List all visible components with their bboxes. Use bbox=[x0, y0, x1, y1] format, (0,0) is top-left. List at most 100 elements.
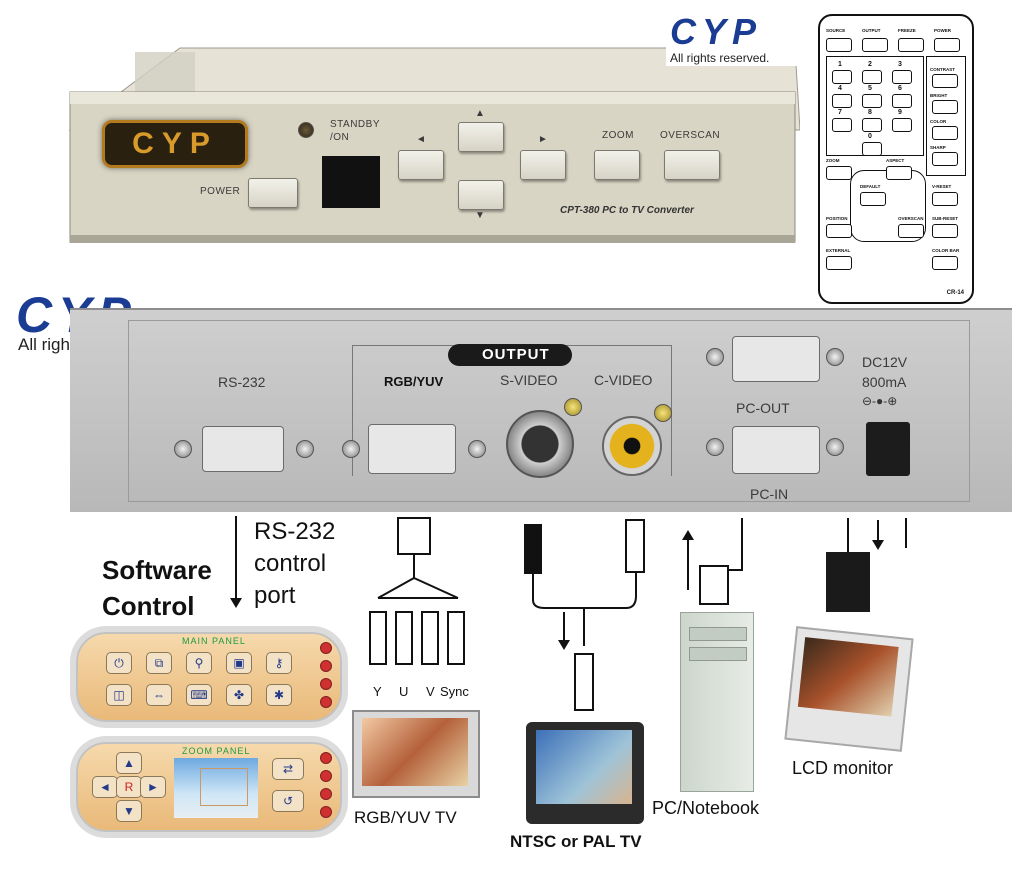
sync-label: Sync bbox=[440, 684, 469, 699]
front-brand-logo: CYP bbox=[102, 120, 248, 168]
remote-output-button[interactable] bbox=[862, 38, 888, 52]
remote-number-label: 7 bbox=[838, 109, 842, 116]
overscan-button[interactable] bbox=[664, 150, 720, 180]
zoom-box-icon[interactable]: ⧉ bbox=[146, 652, 172, 674]
split-icon[interactable]: ◫ bbox=[106, 684, 132, 706]
remote-zoom-button[interactable] bbox=[826, 166, 852, 180]
remote-lower-label: ASPECT bbox=[886, 158, 905, 163]
remote-number-label: 9 bbox=[898, 109, 902, 116]
window-icon[interactable]: ▣ bbox=[226, 652, 252, 674]
zoom-left-icon[interactable]: ◄ bbox=[92, 776, 118, 798]
arrow-left-icon: ◄ bbox=[416, 134, 427, 145]
remote-number-button[interactable] bbox=[892, 118, 912, 132]
standby-label: STANDBY /ON bbox=[330, 119, 380, 143]
remote-freeze-button[interactable] bbox=[898, 38, 924, 52]
arrow-down-icon: ▼ bbox=[475, 210, 486, 221]
remote-default-button[interactable] bbox=[860, 192, 886, 206]
stretch-icon[interactable]: ⇔ bbox=[146, 684, 172, 706]
remote-source-button[interactable] bbox=[826, 38, 852, 52]
lcd-monitor-caption: LCD monitor bbox=[792, 758, 894, 778]
rgb-yuv-tv-image bbox=[352, 710, 480, 798]
power-button[interactable] bbox=[248, 178, 298, 208]
remote-number-button[interactable] bbox=[862, 142, 882, 156]
key-icon[interactable]: ⚷ bbox=[266, 652, 292, 674]
zoom-eject-icon[interactable] bbox=[320, 788, 332, 800]
remote-number-button[interactable] bbox=[892, 94, 912, 108]
remote-number-button[interactable] bbox=[862, 118, 882, 132]
rgb-yuv-tv-caption: RGB/YUV TV bbox=[354, 808, 457, 827]
remote-top-label: POWER bbox=[934, 28, 952, 33]
right-button[interactable] bbox=[520, 150, 566, 180]
down-button[interactable] bbox=[458, 180, 504, 210]
remote-number-button[interactable] bbox=[832, 118, 852, 132]
remote-model-label: CR-14 bbox=[946, 290, 964, 296]
main-help-icon[interactable] bbox=[320, 696, 332, 708]
pc-in-port bbox=[732, 426, 820, 474]
pc-out-label: PC-OUT bbox=[736, 400, 790, 416]
remote-number-button[interactable] bbox=[892, 70, 912, 84]
remote-position-button[interactable] bbox=[826, 224, 852, 238]
dc-power-jack bbox=[866, 422, 910, 476]
rear-inner-frame bbox=[128, 320, 970, 502]
left-button[interactable] bbox=[398, 150, 444, 180]
rgb-yuv-label: RGB/YUV bbox=[384, 374, 444, 389]
zoom-close-icon[interactable] bbox=[320, 752, 332, 764]
u-label: U bbox=[399, 684, 409, 699]
standby-led bbox=[298, 122, 314, 138]
rgb-yuv-port bbox=[368, 424, 456, 474]
rs232-label: RS-232 bbox=[218, 374, 266, 390]
polarity-symbol: ⊖-●-⊕ bbox=[862, 394, 898, 408]
remote-overscan-button[interactable] bbox=[898, 224, 924, 238]
remote-sub-reset-button[interactable] bbox=[932, 224, 958, 238]
magnifier-icon[interactable]: ⚲ bbox=[186, 652, 212, 674]
remote-number-label: 4 bbox=[838, 85, 842, 92]
cyp-rights-top: All rights reserved. bbox=[670, 51, 770, 65]
cvideo-label: C-VIDEO bbox=[594, 372, 653, 388]
remote-bright-button[interactable] bbox=[932, 100, 958, 114]
up-button[interactable] bbox=[458, 122, 504, 152]
zoom-selection-box[interactable] bbox=[200, 768, 248, 806]
remote-side-label: CONTRAST bbox=[930, 67, 955, 72]
remote-side-column bbox=[926, 56, 966, 176]
arrow-right-icon: ► bbox=[538, 134, 549, 145]
remote-number-button[interactable] bbox=[862, 70, 882, 84]
remote-sharp-button[interactable] bbox=[932, 152, 958, 166]
keyboard-icon[interactable]: ⌨ bbox=[186, 684, 212, 706]
pc-tower-image bbox=[680, 612, 754, 792]
zoom-button[interactable] bbox=[594, 150, 640, 180]
zoom-reset-button[interactable]: R bbox=[116, 776, 142, 798]
remote-number-button[interactable] bbox=[862, 94, 882, 108]
zoom-help-icon[interactable] bbox=[320, 806, 332, 818]
zoom-right-icon[interactable]: ► bbox=[140, 776, 166, 798]
remote-aspect-button[interactable] bbox=[886, 166, 912, 180]
zoom-minimize-icon[interactable] bbox=[320, 770, 332, 782]
main-eject-icon[interactable] bbox=[320, 678, 332, 690]
bug-icon[interactable]: ✱ bbox=[266, 684, 292, 706]
cyp-logo-top-text: CYP bbox=[670, 11, 763, 52]
remote-v-reset-button[interactable] bbox=[932, 192, 958, 206]
zoom-down-icon[interactable]: ▼ bbox=[116, 800, 142, 822]
main-minimize-icon[interactable] bbox=[320, 660, 332, 672]
ir-window bbox=[322, 156, 380, 208]
rgb-tv-screen bbox=[362, 718, 468, 786]
main-close-icon[interactable] bbox=[320, 642, 332, 654]
zoom-up-icon[interactable]: ▲ bbox=[116, 752, 142, 774]
remote-external-button[interactable] bbox=[826, 256, 852, 270]
remote-number-button[interactable] bbox=[832, 94, 852, 108]
power-icon[interactable]: ⏻ bbox=[106, 652, 132, 674]
front-logo-text: CYP bbox=[132, 127, 218, 160]
remote-color-bar-button[interactable] bbox=[932, 256, 958, 270]
svideo-ground-screw bbox=[564, 398, 582, 416]
fan-icon[interactable]: ✤ bbox=[226, 684, 252, 706]
remote-color-button[interactable] bbox=[932, 126, 958, 140]
zoom-return-icon[interactable]: ↺ bbox=[272, 790, 304, 812]
remote-side-label: SHARP bbox=[930, 145, 946, 150]
remote-contrast-button[interactable] bbox=[932, 74, 958, 88]
zoom-swap-icon[interactable]: ⇄ bbox=[272, 758, 304, 780]
dc12v-label: DC12V bbox=[862, 354, 908, 370]
remote-number-button[interactable] bbox=[832, 70, 852, 84]
software-control-caption: Software Control bbox=[102, 555, 212, 621]
remote-number-label: 3 bbox=[898, 61, 902, 68]
remote-power-button[interactable] bbox=[934, 38, 960, 52]
